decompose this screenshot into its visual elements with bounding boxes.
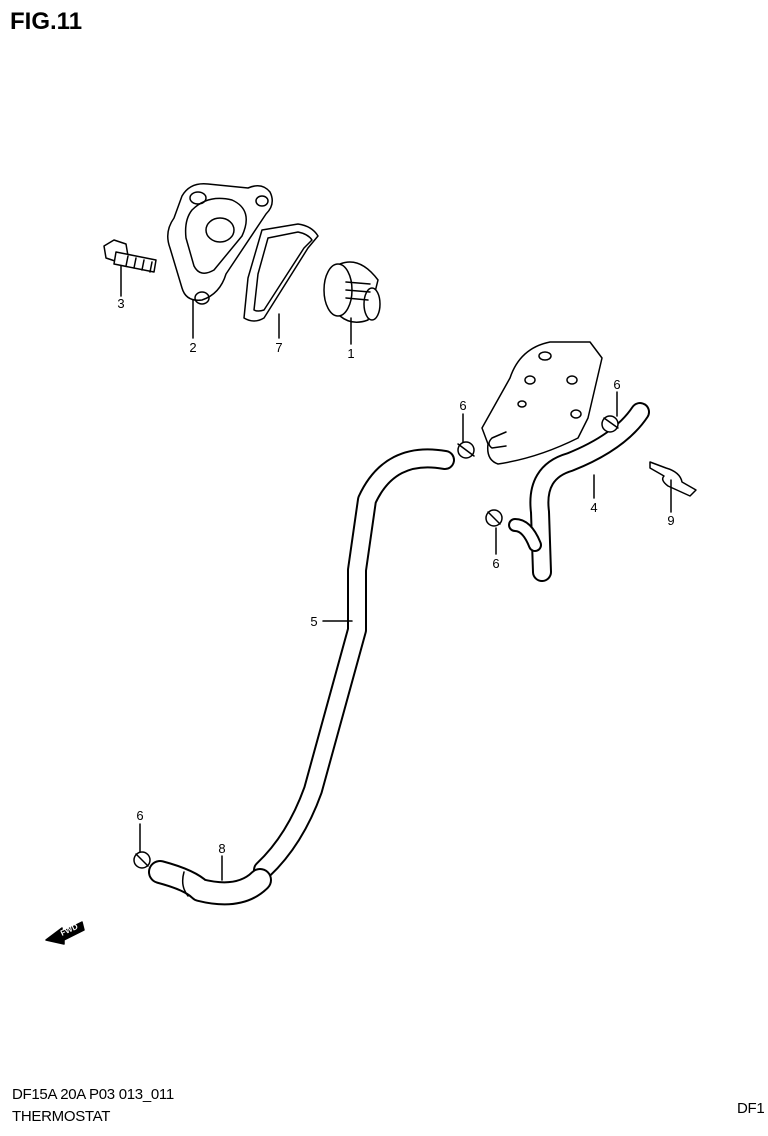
hose-4[interactable]	[508, 402, 650, 582]
clip-6[interactable]	[457, 441, 475, 459]
bolt-3[interactable]	[103, 239, 157, 273]
clamp-9[interactable]	[649, 461, 697, 497]
part-number-2: 2	[189, 340, 196, 355]
thermostat-cover-2[interactable]	[167, 183, 273, 305]
diagram-name: THERMOSTAT	[12, 1108, 111, 1125]
part-number-6: 6	[613, 377, 620, 392]
hose-5[interactable]	[253, 448, 455, 880]
clip-6[interactable]	[133, 851, 151, 869]
thermostat-1[interactable]	[323, 261, 381, 323]
clip-6[interactable]	[485, 509, 503, 527]
clip-6[interactable]	[601, 415, 619, 433]
part-number-3: 3	[117, 296, 124, 311]
part-number-6: 6	[492, 556, 499, 571]
part-number-4: 4	[590, 500, 597, 515]
fwd-arrow-icon: FWD	[45, 921, 85, 945]
part-number-9: 9	[667, 513, 674, 528]
part-number-7: 7	[275, 340, 282, 355]
diagram-code-cut: DF1	[737, 1100, 765, 1117]
figure-title: FIG.11	[10, 8, 83, 35]
part-number-6: 6	[136, 808, 143, 823]
hose-8[interactable]	[148, 860, 272, 906]
part-number-1: 1	[347, 346, 354, 361]
part-number-5: 5	[310, 614, 317, 629]
part-number-6: 6	[459, 398, 466, 413]
thermostat-housing	[481, 341, 603, 465]
gasket-7[interactable]	[243, 223, 319, 322]
diagram-code: DF15A 20A P03 013_011	[12, 1086, 174, 1103]
part-number-8: 8	[218, 841, 225, 856]
